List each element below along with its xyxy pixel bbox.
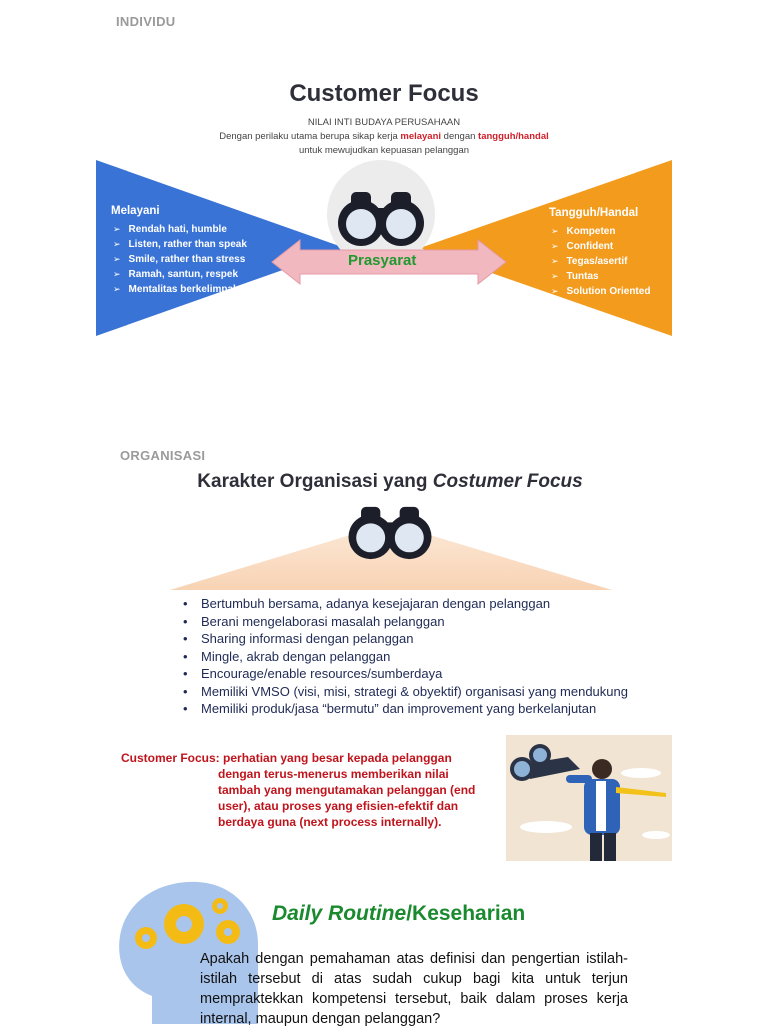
list-item: Sharing informasi dengan pelanggan: [183, 630, 628, 648]
definition-label: Customer Focus:: [121, 751, 220, 765]
daily-routine-paragraph: Apakah dengan pemahaman atas definisi da…: [200, 951, 628, 1027]
section-label-individu: INDIVIDU: [116, 14, 176, 29]
binoculars-icon: [338, 192, 424, 246]
list-item: Rendah hati, humble: [113, 222, 251, 237]
list-item: Confident: [551, 239, 650, 254]
core-value-description: Dengan perilaku utama berupa sikap kerja…: [219, 131, 549, 142]
head-gears-icon: [119, 881, 259, 1024]
list-item: Encourage/enable resources/sumberdaya: [183, 665, 628, 683]
list-item: Bertumbuh bersama, adanya kesejajaran de…: [183, 595, 628, 613]
list-item: Smile, rather than stress: [113, 252, 251, 267]
list-item: Berani mengelaborasi masalah pelanggan: [183, 613, 628, 631]
prasyarat-label: Prasyarat: [348, 252, 417, 269]
man-with-telescope-illustration: [506, 735, 672, 861]
list-item: Mingle, akrab dengan pelanggan: [183, 648, 628, 666]
section-label-organisasi: ORGANISASI: [120, 448, 206, 463]
list-item: Listen, rather than speak: [113, 237, 251, 252]
organisasi-title: Karakter Organisasi yang Costumer Focus: [197, 471, 583, 492]
list-item: Kompeten: [551, 224, 650, 239]
melayani-list: Rendah hati, humble Listen, rather than …: [113, 222, 251, 297]
organisasi-bullet-list: Bertumbuh bersama, adanya kesejajaran de…: [183, 595, 628, 718]
binoculars-icon: [348, 506, 432, 560]
list-item: Tuntas: [551, 269, 650, 284]
list-item: Memiliki VMSO (visi, misi, strategi & ob…: [183, 683, 628, 701]
prasyarat-arrow: [271, 238, 507, 286]
page-title: Customer Focus: [289, 80, 479, 107]
list-item: Ramah, santun, respek: [113, 267, 251, 282]
spotlight-beam: [170, 532, 612, 590]
melayani-heading: Melayani: [111, 205, 160, 217]
customer-focus-definition: Customer Focus: perhatian yang besar kep…: [121, 751, 476, 829]
core-value-subtitle: NILAI INTI BUDAYA PERUSAHAAN: [307, 117, 461, 128]
tangguh-heading: Tangguh/Handal: [549, 207, 639, 219]
list-item: Mentalitas berkelimpahan: [113, 282, 251, 297]
daily-routine-title: Daily Routine/Keseharian: [272, 902, 526, 925]
list-item: Memiliki produk/jasa “bermutu” dan impro…: [183, 700, 628, 718]
list-item: Solution Oriented: [551, 284, 651, 299]
tangguh-list: Kompeten Confident Tegas/asertif Tuntas …: [551, 224, 651, 299]
list-item: Tegas/asertif: [551, 254, 650, 269]
core-value-description-line2: untuk mewujudkan kepuasan pelanggan: [298, 145, 470, 156]
